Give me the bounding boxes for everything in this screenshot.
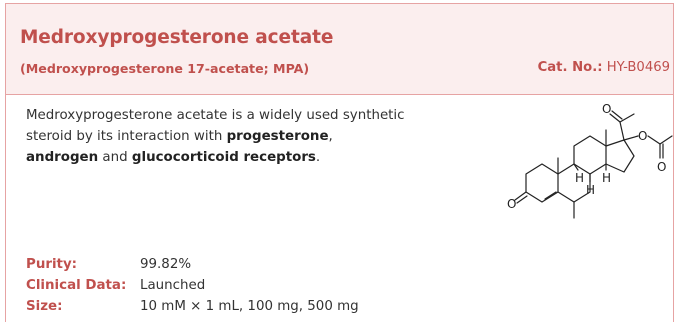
atom-hydrogen-h14: H (602, 171, 611, 185)
atom-hydrogen-h9: H (575, 171, 584, 185)
bond-c20-o (609, 113, 621, 123)
spec-value: 99.82% (140, 257, 192, 272)
bond-o-c (647, 135, 661, 145)
spec-label: Purity: (26, 257, 78, 272)
atom-oxygen-carbonyl: O (657, 160, 666, 174)
description-separator-2: and (98, 150, 132, 165)
bond-c17-c20 (619, 121, 625, 141)
ring-a (525, 163, 559, 203)
datasheet-frame (5, 3, 674, 322)
spec-value: 10 mM × 1 mL, 100 mg, 500 mg (140, 299, 359, 314)
bond-c20-o-double (611, 110, 623, 120)
description-end: . (315, 150, 321, 165)
catalog-number: Cat. No.: HY-B0469 (538, 60, 670, 75)
ring-b (557, 163, 591, 203)
chemical-structure: O O O O H H H (507, 104, 673, 219)
catalog-number-value: HY-B0469 (606, 60, 670, 75)
bond-c17-o (623, 135, 639, 141)
bond-h9 (573, 163, 579, 171)
product-synonyms: (Medroxyprogesterone 17-acetate; MPA) (20, 61, 310, 76)
bond-c20-c21 (619, 113, 635, 123)
term-progesterone: progesterone (226, 129, 329, 144)
product-description: Medroxyprogesterone acetate is a widely … (26, 105, 406, 168)
atom-hydrogen-h8: H (586, 183, 595, 197)
description-intro: Medroxyprogesterone acetate is a widely … (26, 108, 405, 144)
spec-label: Clinical Data: (26, 278, 127, 293)
atom-oxygen-ketone: O (507, 197, 516, 211)
spec-value: Launched (140, 278, 206, 293)
bond-c3-o-double (516, 195, 528, 204)
catalog-number-label: Cat. No.: (537, 60, 603, 75)
spec-label: Size: (26, 299, 63, 314)
description-separator-1: , (328, 129, 333, 144)
term-androgen: androgen (26, 150, 99, 165)
term-glucocorticoid-receptors: glucocorticoid receptors (131, 150, 316, 165)
product-title: Medroxyprogesterone acetate (20, 27, 334, 48)
product-header (5, 3, 674, 95)
bond-c-methyl (659, 135, 673, 145)
atom-oxygen-c20: O (602, 104, 611, 116)
ring-c (573, 135, 607, 175)
bond-c3-o (514, 191, 527, 201)
bond-c4-c5-double (544, 191, 557, 200)
ring-d (605, 139, 635, 173)
atom-oxygen-ester: O (638, 129, 647, 143)
